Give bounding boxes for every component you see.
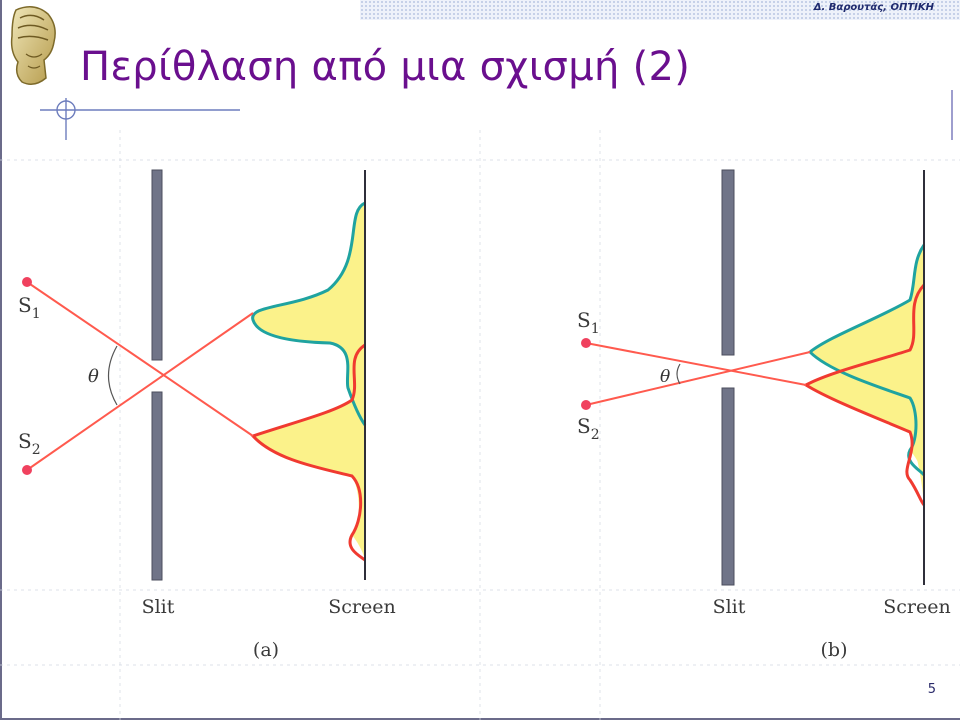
source-s2-dot	[22, 465, 32, 475]
university-logo-icon	[4, 4, 64, 100]
slit-label: Slit	[713, 596, 746, 618]
ray-s2	[26, 312, 254, 471]
slit-lower-barrier	[721, 387, 735, 586]
angle-label: θ	[88, 366, 99, 387]
slit-upper-barrier	[721, 169, 735, 356]
source-s2-label: S2	[577, 414, 600, 443]
screen-label: Screen	[328, 596, 395, 618]
caption-b: (b)	[821, 639, 848, 661]
source-s1-label: S1	[18, 293, 41, 322]
source-s2-label: S2	[18, 429, 41, 458]
slit-label: Slit	[142, 596, 175, 618]
screen-intensity-pattern	[803, 244, 926, 506]
angle-arc	[676, 363, 681, 385]
screen-intensity-pattern	[250, 201, 367, 562]
source-s1-dot	[581, 338, 591, 348]
diagram-b: θ S1 S2 Slit Screen (b)	[577, 169, 951, 661]
diagram-a: θ S1 S2 Slit Screen (a)	[18, 169, 396, 661]
source-s1-label: S1	[577, 308, 600, 337]
source-s1-dot	[22, 277, 32, 287]
ray-s1	[585, 342, 807, 386]
header-band	[360, 0, 960, 20]
author-label: Δ. Βαρουτάς, ΟΠΤΙΚΗ	[813, 2, 934, 13]
page-number: 5	[927, 682, 936, 697]
slit-upper-barrier	[151, 169, 163, 361]
angle-arc	[108, 345, 118, 406]
ray-s2	[585, 351, 811, 406]
caption-a: (a)	[253, 639, 279, 661]
slit-lower-barrier	[151, 391, 163, 581]
source-s2-dot	[581, 400, 591, 410]
ray-s1	[26, 281, 254, 437]
screen-label: Screen	[883, 596, 950, 618]
angle-label: θ	[660, 367, 670, 387]
crosshair-icon	[40, 98, 240, 140]
slide-title: Περίθλαση από μια σχισμή (2)	[80, 44, 691, 90]
background-grid	[0, 130, 960, 720]
